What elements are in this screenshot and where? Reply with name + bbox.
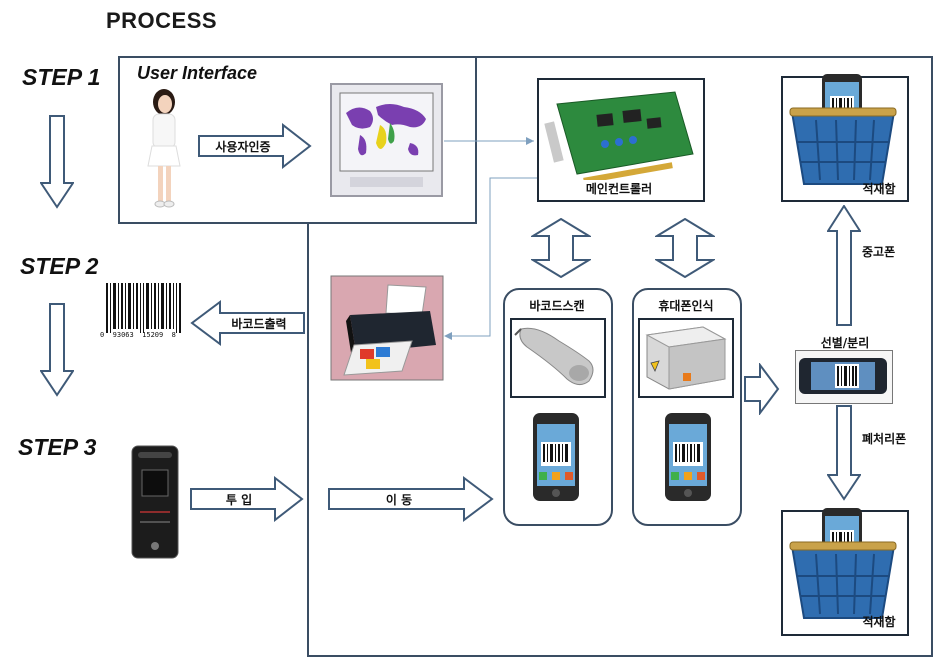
barcode-digits: 0 93063 15209 8 [100, 331, 176, 339]
page-title: PROCESS [106, 8, 218, 33]
disposal-phone-label: 폐처리폰 [862, 432, 907, 446]
top-bin-icon [789, 74, 897, 185]
controller-phone-double-arrow [655, 218, 715, 278]
user-interface-title: User Interface [137, 63, 258, 83]
recognition-device-icon [645, 326, 727, 390]
flip-phone-icon [131, 445, 179, 559]
smartphone-icon-recognition [665, 413, 711, 501]
step-1-label: STEP 1 [22, 64, 101, 90]
controller-scan-double-arrow [531, 218, 591, 278]
move-label: 이 동 [385, 493, 413, 507]
controller-board-icon [544, 91, 694, 180]
barcode-scanner-icon [514, 327, 594, 385]
smartphone-icon-scan [533, 413, 579, 501]
auth-label: 사용자인증 [215, 140, 271, 154]
used-phone-up-arrow [827, 205, 861, 326]
to-sort-arrow [744, 363, 780, 415]
input-arrow [190, 476, 304, 522]
step-3-label: STEP 3 [18, 434, 97, 460]
monitor-icon [330, 83, 443, 197]
sort-label: 선별/분리 [820, 336, 870, 350]
auth-arrow [198, 123, 312, 169]
barcode-output-arrow [190, 300, 305, 346]
bottom-bin-label: 적재함 [862, 615, 896, 629]
disposal-down-arrow [827, 405, 861, 501]
sort-device-icon [799, 358, 887, 394]
input-label: 투 입 [225, 493, 253, 507]
main-controller-label: 메인컨트롤러 [585, 182, 653, 196]
barcode-image [106, 283, 181, 333]
printer-icon [330, 275, 444, 381]
move-arrow [328, 476, 494, 522]
step2-down-arrow [40, 303, 74, 397]
step1-down-arrow [40, 115, 74, 209]
phone-recognition-label: 휴대폰인식 [658, 299, 714, 313]
bottom-bin-icon [789, 508, 897, 619]
used-phone-label: 중고폰 [862, 245, 896, 259]
barcode-output-label: 바코드출력 [231, 317, 287, 331]
step-2-label: STEP 2 [20, 253, 99, 279]
barcode-scan-label: 바코드스캔 [529, 299, 585, 313]
top-bin-label: 적재함 [862, 182, 896, 196]
user-figure [147, 89, 181, 208]
